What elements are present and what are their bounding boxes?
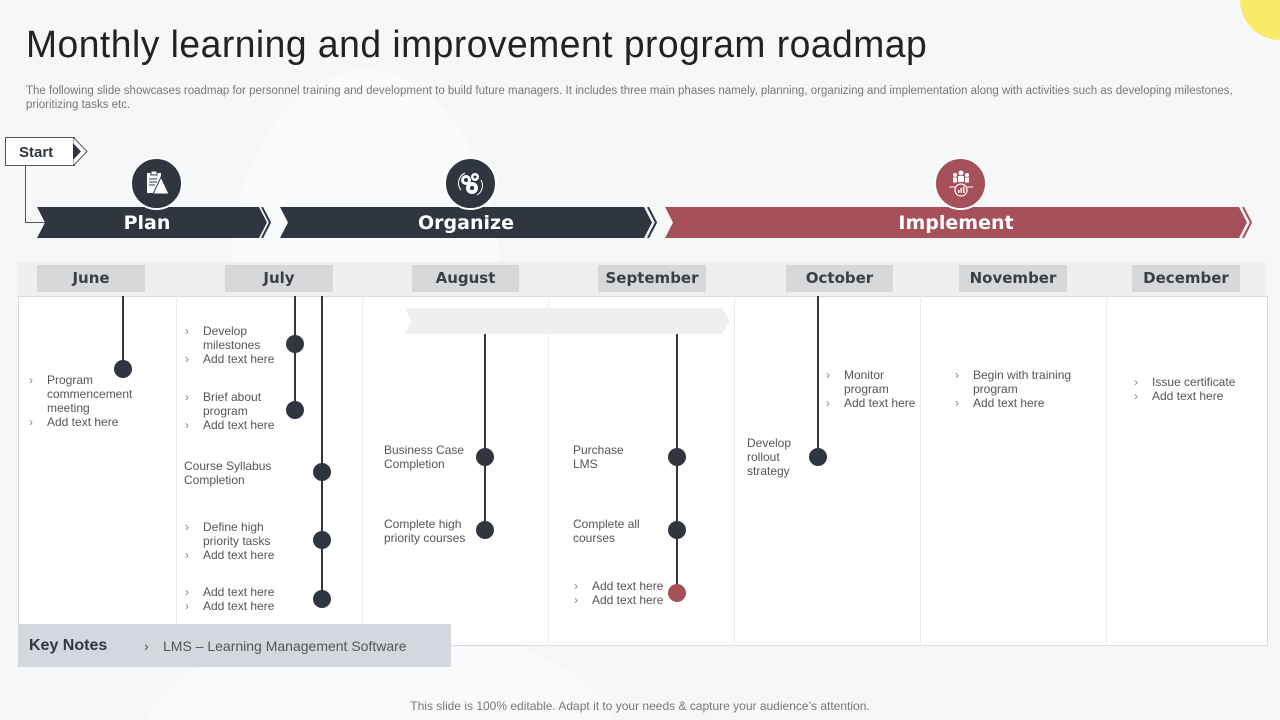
column-divider	[362, 296, 363, 646]
timeline-line	[321, 296, 323, 599]
decorative-corner-shape	[1240, 0, 1280, 40]
milestone-dot	[476, 521, 494, 539]
page-subtitle: The following slide showcases roadmap fo…	[26, 85, 1233, 111]
month-june: June	[37, 265, 145, 292]
milestone-dot	[668, 521, 686, 539]
august-complete-activity: Complete high priority courses	[384, 517, 466, 545]
month-august: August	[412, 265, 519, 292]
start-label: Start	[19, 144, 54, 161]
activity-text: Add text here	[826, 396, 921, 410]
month-december: December	[1132, 265, 1240, 292]
milestone-dot	[286, 335, 304, 353]
column-divider	[920, 296, 921, 646]
september-complete-activity: Complete all courses	[573, 517, 640, 545]
milestone-dot	[668, 448, 686, 466]
timeline-line	[484, 334, 486, 529]
activity-text: Add text here	[185, 548, 285, 562]
key-notes-box: Key Notes › LMS – Learning Management So…	[18, 624, 451, 667]
key-notes-text: LMS – Learning Management Software	[163, 638, 407, 654]
column-divider	[1106, 296, 1107, 646]
activity-text: Add text here	[185, 599, 295, 613]
activity-text: Add text here	[574, 579, 674, 593]
column-divider	[176, 296, 177, 646]
activity-text: Issue certificate	[1134, 375, 1254, 389]
timeline-line	[294, 296, 296, 410]
timeline-line	[817, 296, 819, 457]
july-extra-activities: Add text here Add text here	[185, 585, 295, 613]
july-develop-activities: Develop milestones Add text here	[185, 324, 285, 366]
phase-label: Implement	[898, 212, 1014, 234]
activity-text: Program commencement meeting	[29, 373, 149, 415]
gears-icon	[444, 157, 497, 210]
activity-text: Brief about program	[185, 390, 285, 418]
june-activities: Program commencement meeting Add text he…	[29, 373, 149, 429]
column-divider	[548, 296, 549, 646]
milestone-dot	[809, 448, 827, 466]
team-chart-icon	[934, 157, 987, 210]
key-notes-title: Key Notes	[29, 637, 108, 654]
activity-text: Add text here	[185, 352, 285, 366]
milestone-dot	[313, 463, 331, 481]
august-business-activity: Business Case Completion	[384, 443, 465, 471]
column-divider	[734, 296, 735, 646]
july-course-activity: Course Syllabus Completion	[184, 459, 272, 487]
activity-text: Add text here	[574, 593, 674, 607]
activity-text: Develop milestones	[185, 324, 285, 352]
december-activities: Issue certificate Add text here	[1134, 375, 1254, 403]
page-title: Monthly learning and improvement program…	[26, 24, 928, 66]
november-activities: Begin with training program Add text her…	[955, 368, 1075, 410]
month-october: October	[786, 265, 893, 292]
milestone-dot	[313, 590, 331, 608]
september-purchase-activity: Purchase LMS	[573, 443, 624, 471]
month-september: September	[598, 265, 706, 292]
clipboard-flask-icon	[130, 157, 183, 210]
phase-organize: Organize	[280, 207, 662, 238]
activity-text: Begin with training program	[955, 368, 1075, 396]
activity-text: Add text here	[185, 418, 285, 432]
activity-text: Add text here	[29, 415, 149, 429]
activity-text: Add text here	[1134, 389, 1254, 403]
milestone-dot	[313, 531, 331, 549]
september-extra-activities: Add text here Add text here	[574, 579, 674, 607]
connector-line	[25, 166, 26, 223]
phase-plan: Plan	[37, 207, 277, 238]
activity-text: Monitor program	[826, 368, 921, 396]
phase-implement: Implement	[665, 207, 1257, 238]
july-define-activities: Define high priority tasks Add text here	[185, 520, 285, 562]
chevron-right-icon: ›	[144, 638, 149, 654]
footer-note: This slide is 100% editable. Adapt it to…	[410, 699, 870, 713]
timeline-line	[122, 296, 124, 369]
start-marker: Start	[5, 137, 75, 166]
milestone-dot	[476, 448, 494, 466]
month-november: November	[959, 265, 1067, 292]
activity-text: Add text here	[185, 585, 295, 599]
july-brief-activities: Brief about program Add text here	[185, 390, 285, 432]
october-rollout-activity: Develop rollout strategy	[747, 436, 792, 478]
connector-line	[25, 222, 47, 223]
light-arrow-band	[405, 308, 730, 334]
month-july: July	[225, 265, 333, 292]
phase-label: Plan	[123, 212, 171, 234]
october-monitor-activities: Monitor program Add text here	[826, 368, 921, 410]
milestone-dot	[286, 401, 304, 419]
activity-text: Add text here	[955, 396, 1075, 410]
activity-text: Define high priority tasks	[185, 520, 285, 548]
phase-label: Organize	[418, 212, 514, 234]
